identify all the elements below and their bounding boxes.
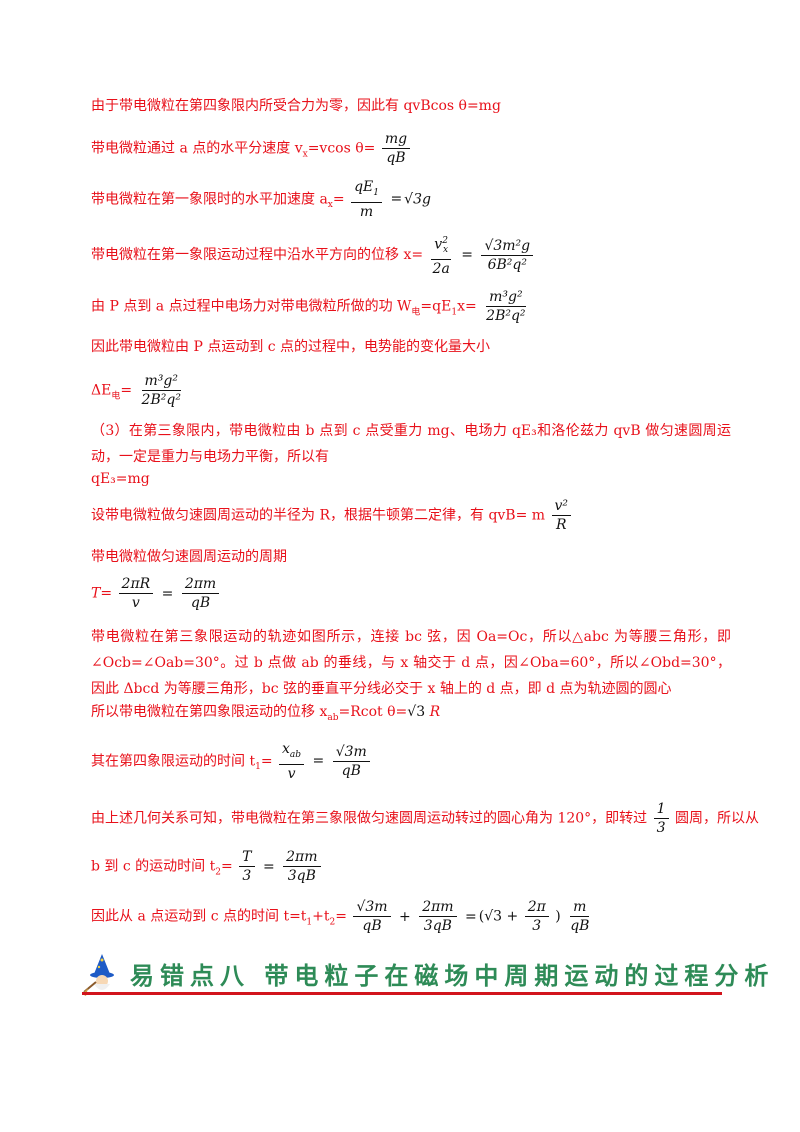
line-16: 由上述几何关系可知，带电微粒在第三象限做匀速圆周运动转过的圆心角为 120°，即… — [91, 800, 759, 837]
line-14: 所以带电微粒在第四象限运动的位移 xab=Rcot θ=√3 R — [91, 704, 441, 723]
line-9: qE₃=mg — [91, 471, 150, 487]
line-1: 由于带电微粒在第四象限内所受合力为零，因此有 qvBcos θ=mg — [91, 98, 501, 114]
banner-rule — [82, 992, 722, 995]
line-8: （3）在第三象限内，带电微粒由 b 点到 c 点受重力 mg、电场力 qE₃和洛… — [91, 423, 731, 465]
line-6: 因此带电微粒由 P 点运动到 c 点的过程中，电势能的变化量大小 — [91, 339, 491, 355]
line-13: 带电微粒在第三象限运动的轨迹如图所示，连接 bc 弦，因 Oa=Oc，所以△ab… — [91, 629, 731, 697]
section-banner-title: 易错点八 带电粒子在磁场中周期运动的过程分析 — [130, 962, 775, 990]
line-11: 带电微粒做匀速圆周运动的周期 — [91, 549, 287, 565]
wizard-icon — [80, 952, 124, 996]
